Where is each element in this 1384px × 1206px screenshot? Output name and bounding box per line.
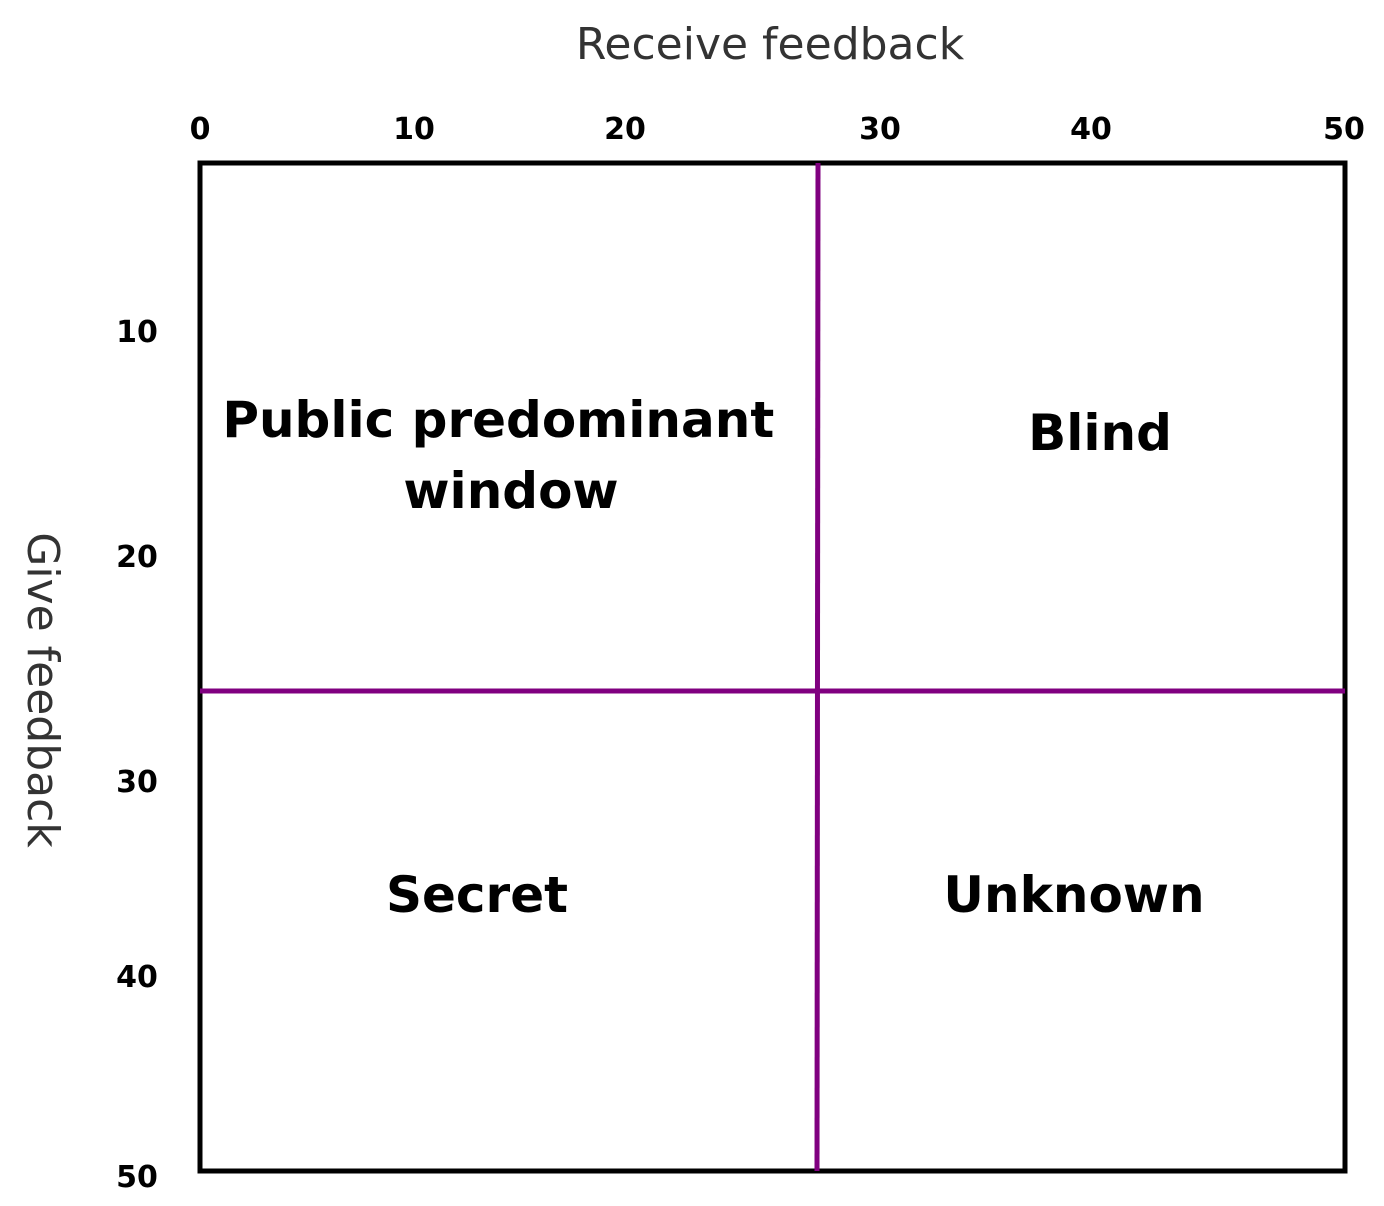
quadrant-public-label: Public predominant window [222,391,791,520]
y-tick-40: 40 [116,960,158,995]
quadrant-public-line-1: Public predominant [222,391,774,449]
x-tick-50: 50 [1323,112,1365,147]
x-tick-40: 40 [1070,112,1112,147]
quadrant-public-line-2: window [403,462,618,520]
y-tick-20: 20 [116,540,158,575]
x-axis-title: Receive feedback [576,19,965,70]
x-tick-30: 30 [859,112,901,147]
quadrant-unknown-label: Unknown [943,866,1204,924]
x-tick-0: 0 [190,112,211,147]
x-tick-10: 10 [393,112,435,147]
y-tick-30: 30 [116,765,158,800]
x-tick-20: 20 [604,112,646,147]
vertical-divider [814,162,821,1172]
y-tick-50: 50 [116,1160,158,1195]
y-axis-title: Give feedback [17,532,68,848]
window-frame [197,160,1348,1174]
quadrant-blind-label: Blind [1028,404,1172,462]
quadrant-secret-label: Secret [386,866,568,924]
y-tick-10: 10 [116,315,158,350]
